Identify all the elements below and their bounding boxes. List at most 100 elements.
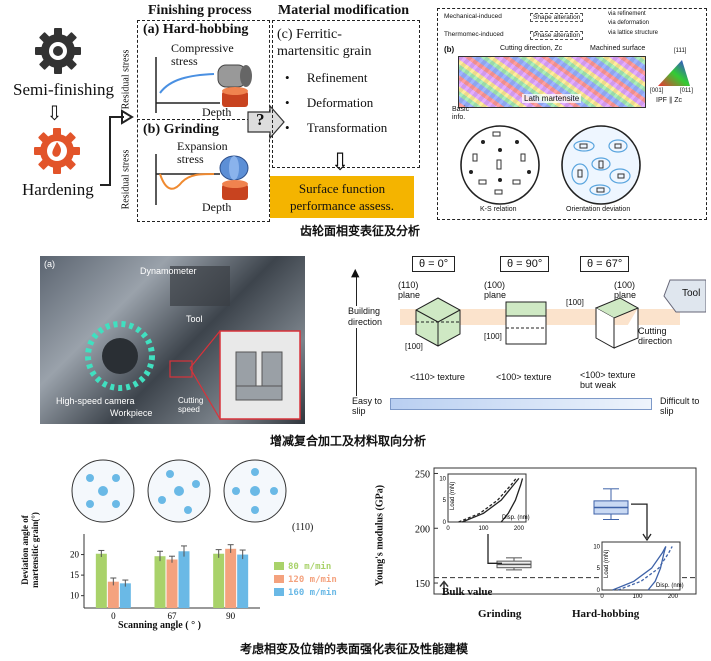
bullet-refinement: • Refinement (285, 70, 368, 85)
bar-90-0 (213, 553, 225, 608)
legend-label-0: 80 m/min (288, 561, 331, 572)
workpiece-label: Workpiece (110, 408, 153, 418)
bar-67-2 (178, 551, 190, 608)
theta-0: θ = 0° (412, 256, 456, 272)
grinding-wheel-icon (219, 155, 249, 200)
transformation-text: Transformation (306, 120, 388, 135)
bar-xtick-label: 67 (168, 611, 178, 621)
hobbing-xlabel: Hard-hobbing (572, 608, 640, 620)
legend-swatch-2 (274, 588, 284, 596)
material-modification-box (272, 20, 420, 168)
inset-xtick: 200 (668, 594, 679, 600)
caption-strengthening: 考虑相变及位错的表面强化表征及性能建模 (240, 642, 469, 656)
difficult-to-slip: Difficult to slip (660, 396, 700, 416)
inset-ylabel: Load (mN) (450, 482, 456, 510)
inset-curve-1 (617, 546, 673, 591)
inset-xlabel: Disp. (nm) (502, 515, 530, 521)
theta-67: θ = 67° (580, 256, 630, 272)
shape-alteration: Shape alteration (530, 13, 584, 22)
down-arrow-icon: ⇩ (46, 101, 63, 125)
cutting-direction-zc: Cutting direction, Zc (500, 45, 563, 52)
bar-0-2 (119, 583, 131, 608)
stress-curve-a (155, 57, 252, 113)
texture-100: <100> texture (496, 372, 552, 382)
legend-swatch-0 (274, 562, 284, 570)
inset-xtick: 100 (632, 594, 643, 600)
residual-stress-axis-a: Residual stress (120, 49, 132, 110)
lath-martensite-label: Lath martensite (522, 94, 582, 103)
modulus-ylabel: Young's modulus (GPa) (374, 484, 386, 587)
depth-label-a: Depth (202, 105, 232, 119)
photo-illustration (85, 266, 301, 420)
bar-ytick-label: 20 (70, 550, 80, 560)
basic-info-label: Basic info. (452, 106, 470, 121)
crystal-110 (415, 297, 461, 347)
box-ytick-label: 250 (415, 469, 430, 480)
hardening-label: Hardening (22, 180, 94, 199)
building-direction-axis (356, 276, 357, 396)
inset-ytick: 10 (439, 476, 446, 482)
inset-ytick: 0 (597, 588, 601, 594)
bulk-arrowhead (439, 580, 449, 588)
grain-heading: (c) Ferritic- martensitic grain (277, 27, 372, 59)
crystal-100-weak (594, 297, 640, 349)
cutting-tool-icon (663, 279, 706, 313)
performance-assess-box: Surface function performance assess. (270, 176, 414, 218)
pole-figure-90 (223, 459, 287, 523)
material-modification-heading: Material modification (278, 3, 410, 18)
pole-figure-ks (460, 125, 540, 205)
inset-xlabel: Disp. (nm) (656, 583, 684, 589)
cutting-speed-label: Cutting speed (178, 396, 204, 414)
index-100-c: [100] (566, 298, 584, 307)
flow-arrow-icon (100, 109, 134, 186)
inset-ytick: 0 (443, 520, 447, 526)
box-ytick-label: 200 (415, 524, 430, 535)
inset-xtick: 100 (478, 526, 489, 532)
bar-ytick-label: 10 (70, 591, 80, 601)
tool-photo-label: Tool (186, 314, 203, 324)
expansion-stress-label: Expansion stress (177, 139, 228, 166)
deformation-text: Deformation (306, 95, 374, 110)
crystal-100 (505, 301, 547, 345)
legend-label-2: 160 m/min (288, 587, 337, 598)
panel-gear-phase-transformation: Semi-finishing ⇩ Hardening Finishing pro… (0, 0, 711, 238)
phase-alteration: Phase alteration (530, 31, 583, 40)
box-ytick-label: 150 (415, 579, 430, 590)
bar-90-1 (225, 548, 237, 608)
inset-pointer-arrow (631, 503, 648, 538)
axis-arrowhead-icon: ▲ (351, 266, 360, 279)
bullet-deformation: • Deformation (285, 95, 374, 110)
bullet-transformation: • Transformation (285, 120, 388, 135)
ipf-001: [001] (650, 88, 664, 94)
inset-xtick: 0 (446, 526, 450, 532)
ks-relation-label: K-S relation (480, 206, 517, 213)
caption-hybrid: 增减复合加工及材料取向分析 (270, 434, 427, 448)
inset-curve-2 (500, 478, 524, 523)
plane-110: (110) plane (398, 280, 421, 300)
inset-curve-1 (458, 478, 517, 523)
dashed-separator (137, 119, 270, 120)
inset-curve-0 (461, 477, 520, 523)
ipf-triangle-icon (658, 60, 690, 86)
index-100-a: [100] (405, 342, 423, 351)
inset-pointer-arrow-left (487, 534, 502, 564)
box-frame (433, 467, 697, 595)
grinding-heading: (b) Grinding (143, 122, 219, 137)
via-refinement: via refinement (608, 11, 646, 17)
tool-label: Tool (682, 288, 701, 299)
orientation-deviation-label: Orientation deviation (566, 206, 631, 213)
building-direction-label: Building direction (348, 306, 383, 328)
index-100-b: [100] (484, 332, 502, 341)
via-deformation: via deformation (608, 20, 650, 26)
machined-surface: Machined surface (590, 45, 646, 52)
panel-deviation-chart: (110) Deviation angle of martensitic gra… (0, 456, 468, 656)
question-arrow-icon (247, 104, 285, 140)
legend-label-1: 120 m/min (288, 574, 337, 585)
texture-100-weak: <100> texture but weak (580, 370, 636, 390)
bar-xtick-label: 90 (226, 611, 236, 621)
plane-100-b: (100) plane (614, 280, 637, 300)
bar-0-1 (107, 581, 119, 608)
